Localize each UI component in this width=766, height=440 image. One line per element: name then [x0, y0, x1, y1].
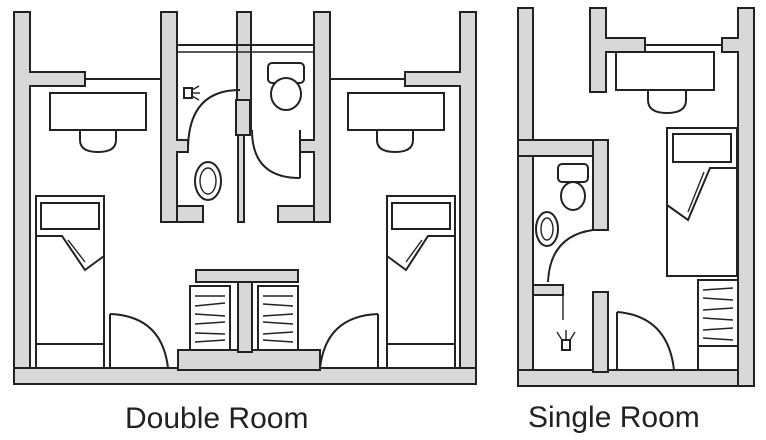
bed-left	[35, 195, 105, 369]
single-chair	[647, 89, 687, 115]
single-room-label: Single Room	[528, 401, 700, 434]
single-bath-right-wall-bottom	[592, 291, 609, 373]
door-swing-left	[109, 313, 169, 369]
bed-right	[386, 195, 456, 369]
single-bath-inner-wall	[532, 284, 564, 296]
chair-right	[376, 129, 414, 154]
bathroom-door-swing	[251, 129, 301, 179]
single-shower-icon	[556, 330, 576, 351]
chair-left	[79, 129, 117, 154]
single-bath-sink	[535, 211, 559, 247]
single-bath-door-swing	[547, 229, 594, 283]
bathroom-right-wall	[299, 11, 331, 223]
bathroom-door-stub	[235, 99, 251, 136]
desk-left	[49, 92, 147, 131]
double-room-label: Double Room	[125, 402, 309, 435]
desk-right	[347, 92, 445, 131]
bathroom-left-wall	[160, 11, 189, 223]
wardrobe-unit	[177, 269, 321, 371]
double-room-plan	[13, 11, 477, 385]
bathroom-sink	[194, 161, 222, 201]
shower-icon	[183, 85, 241, 151]
bathroom-door-jamb-left	[176, 205, 204, 223]
single-desk	[615, 51, 715, 91]
single-entry-door-swing	[616, 311, 675, 371]
single-bath-left-wall	[517, 139, 534, 379]
bathroom-door-jamb-right	[277, 205, 315, 223]
single-room-plan	[517, 7, 755, 387]
door-swing-right	[319, 313, 379, 369]
single-left-wall	[517, 7, 534, 141]
single-wardrobe	[697, 279, 739, 371]
double-right-wall	[404, 11, 477, 371]
single-bath-right-wall-top	[592, 139, 609, 231]
single-bottom-wall	[517, 369, 755, 387]
single-toilet-icon	[557, 163, 589, 211]
toilet-icon	[267, 62, 305, 111]
single-bed	[666, 127, 738, 277]
